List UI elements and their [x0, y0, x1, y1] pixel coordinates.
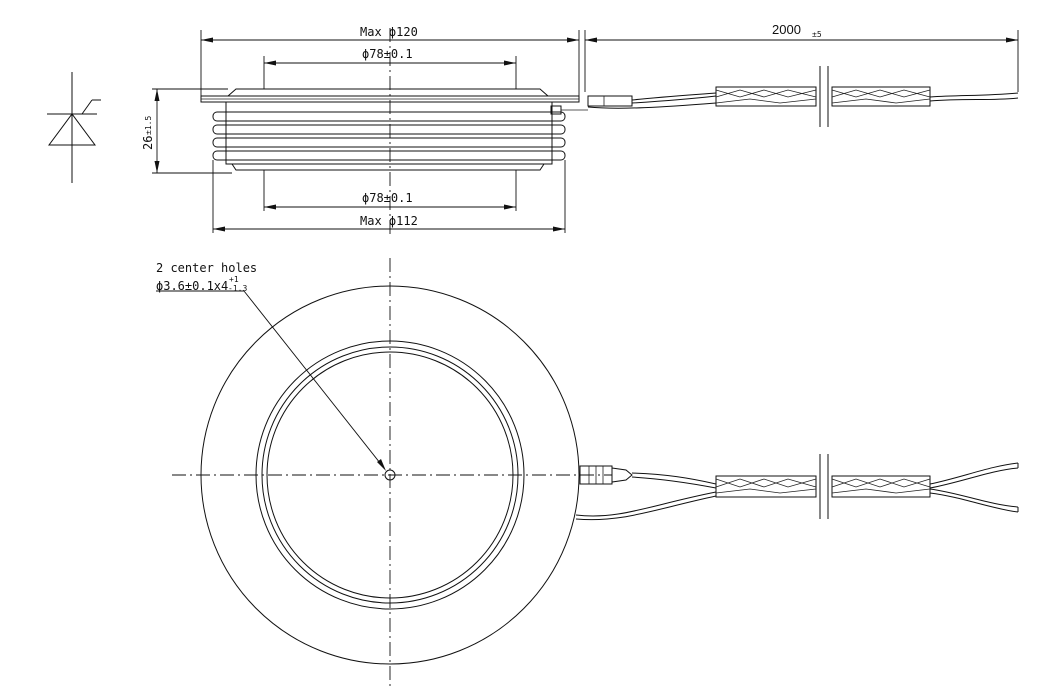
center-holes-tolerance-lower: -1.3	[228, 284, 247, 293]
side-view	[200, 28, 588, 235]
max-outer-diameter-label: Max ϕ120	[360, 25, 418, 39]
height-value-label: 26	[141, 136, 155, 150]
top-gate-lead	[575, 454, 1019, 521]
pole-face-top-label: ϕ78±0.1	[362, 47, 413, 61]
center-holes-tolerance-upper: +1	[229, 275, 239, 284]
max-body-diameter-label: Max ϕ112	[360, 214, 418, 228]
lead-length-tolerance-label: ±5	[812, 30, 822, 39]
center-holes-note-line2: ϕ3.6±0.1x4	[156, 279, 228, 293]
height-tolerance-label: ±1.5	[144, 116, 153, 135]
pole-face-bottom-label: ϕ78±0.1	[362, 191, 413, 205]
thyristor-symbol-icon	[47, 72, 101, 183]
center-holes-note-line1: 2 center holes	[156, 261, 257, 275]
side-dimensions: Max ϕ120 ϕ78±0.1 ϕ78±0.1 Max ϕ112 26 ±1.…	[141, 25, 580, 233]
side-gate-lead: 2000 ±5	[584, 22, 1019, 127]
top-view: 2 center holes ϕ3.6±0.1x4 +1 -1.3	[156, 258, 612, 690]
lead-length-label: 2000	[772, 22, 801, 37]
